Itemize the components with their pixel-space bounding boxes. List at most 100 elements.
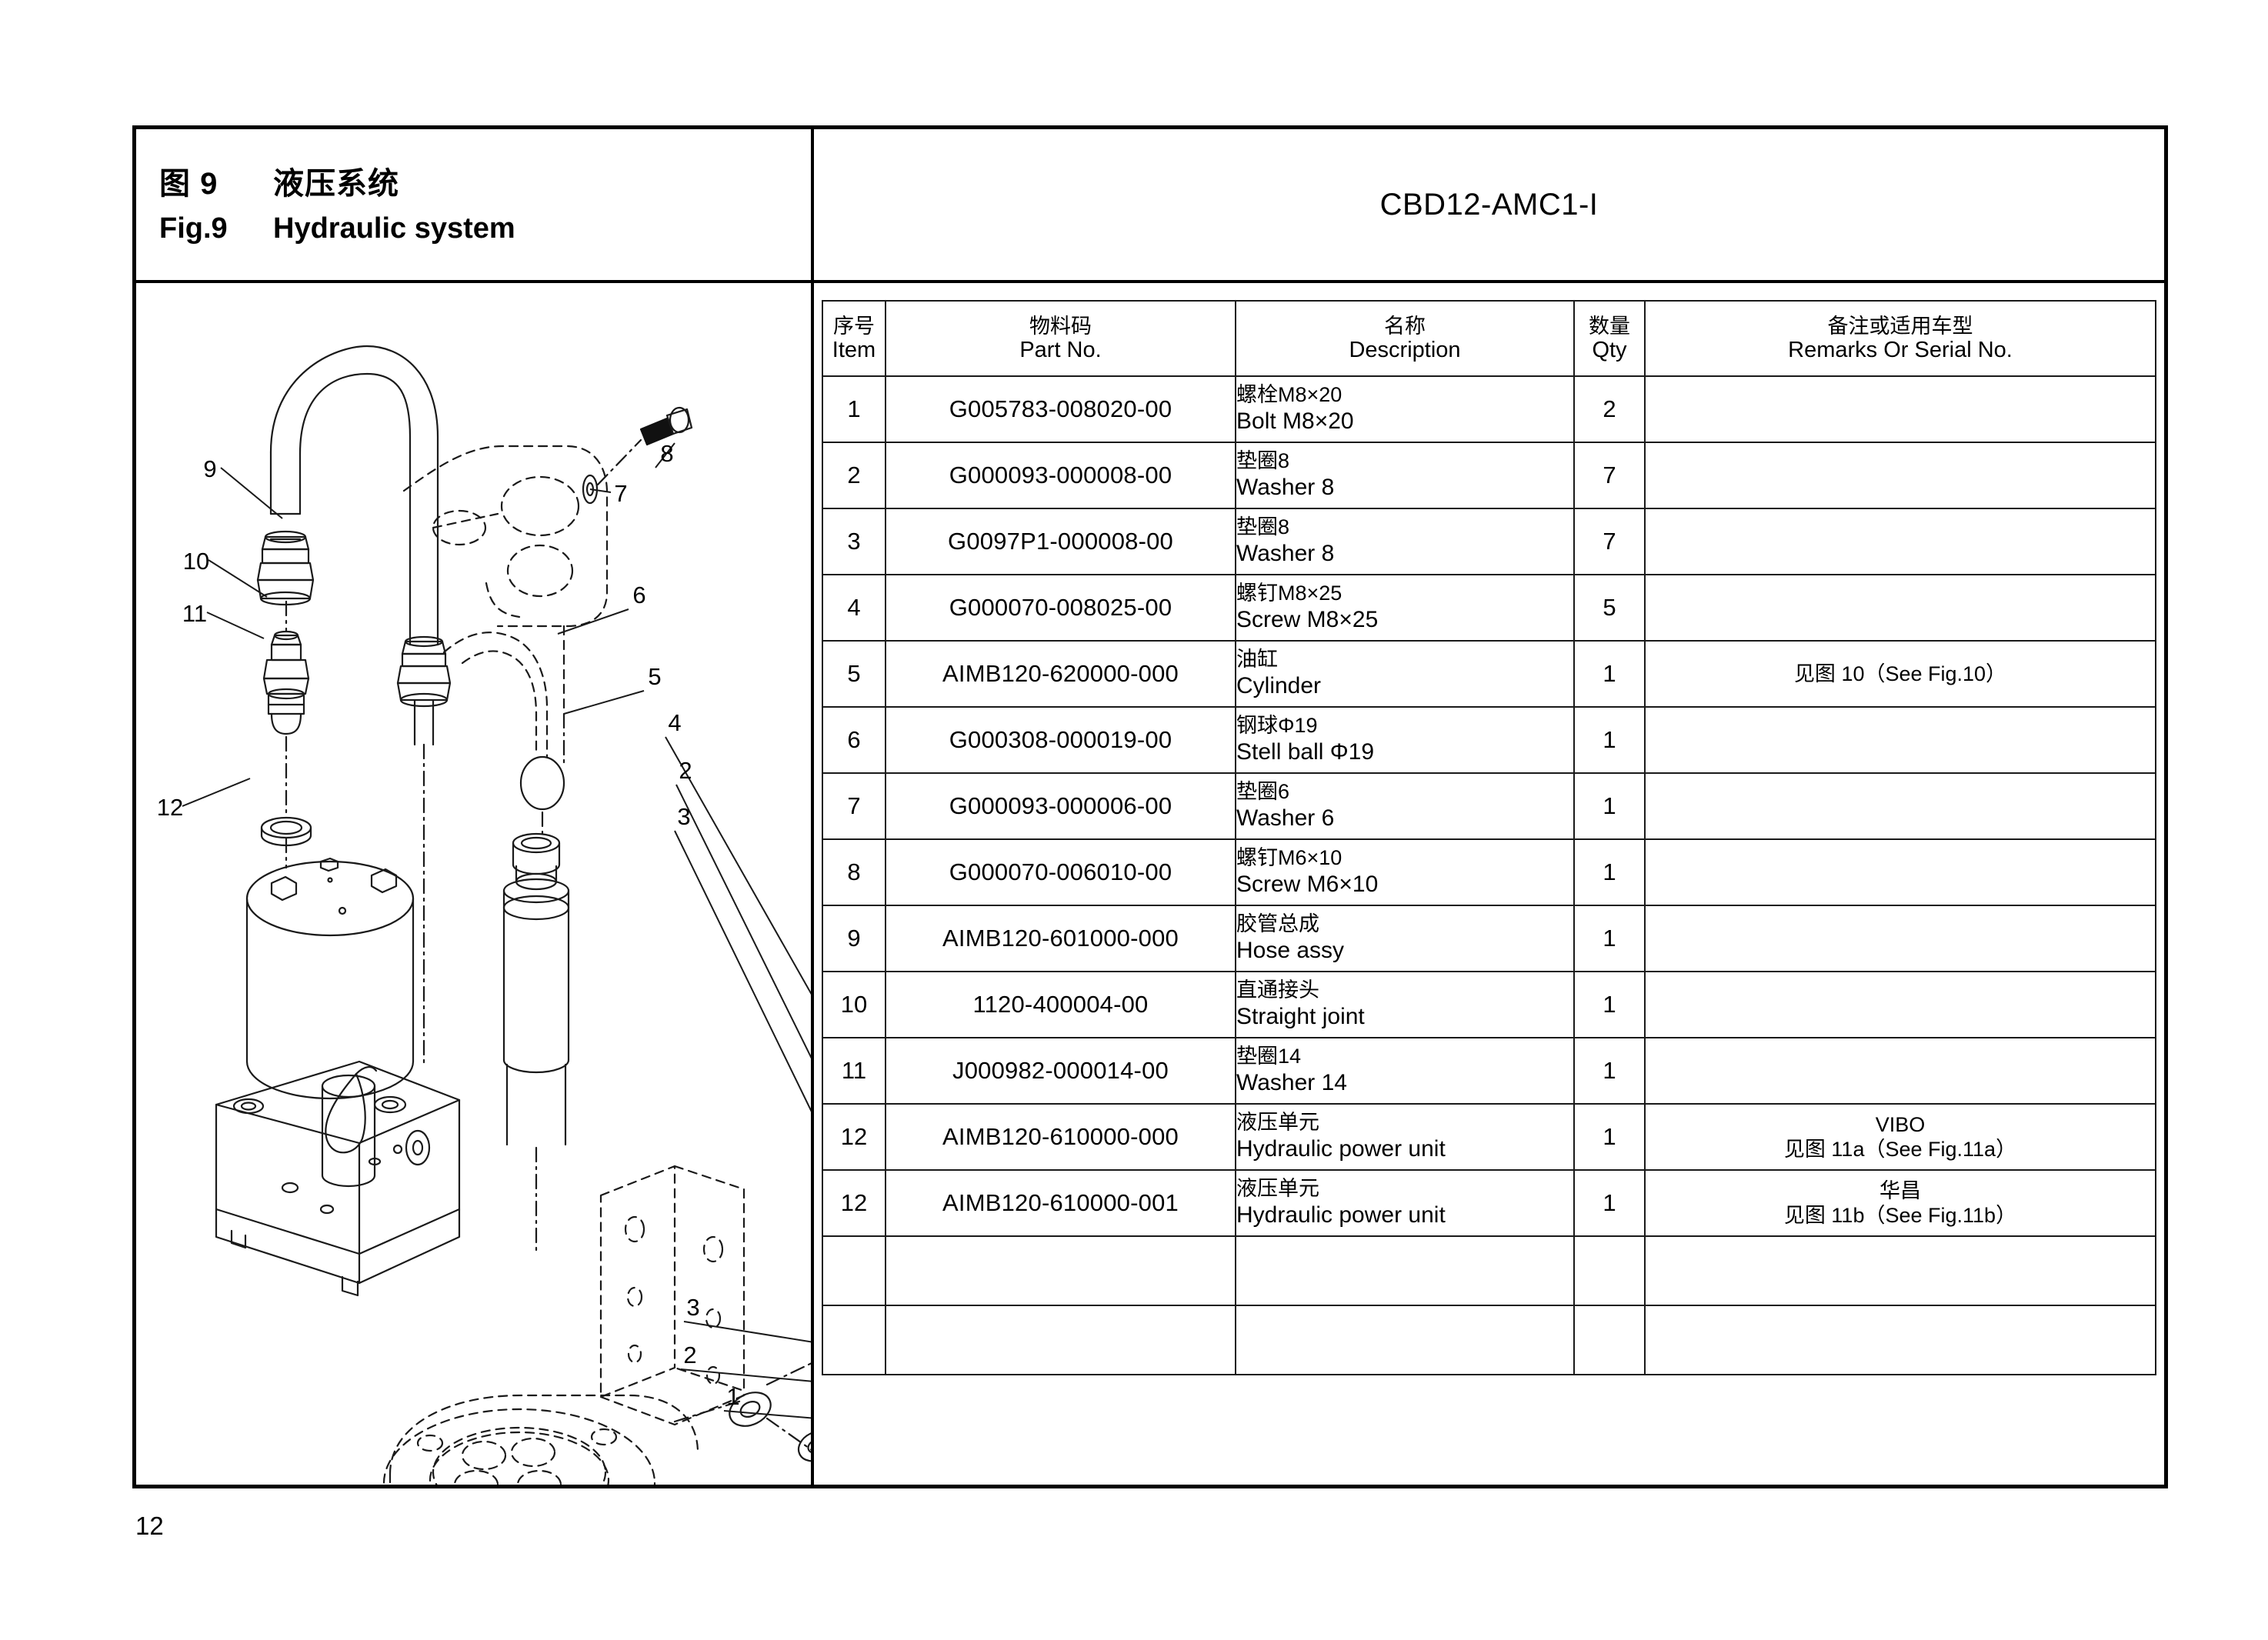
cell-part-no: G005783-008020-00: [885, 375, 1236, 443]
col-header-remarks-en: Remarks Or Serial No.: [1788, 337, 2013, 362]
cell-remarks-line1: 华昌: [1879, 1178, 1921, 1202]
col-header-item: 序号 Item: [822, 300, 886, 377]
cell-description-en: Washer 6: [1236, 805, 1335, 832]
cell-remarks: [1644, 772, 2156, 840]
cell-item: 7: [822, 772, 886, 840]
col-header-item-en: Item: [832, 337, 876, 362]
page-frame: 图 9 液压系统 Fig.9 Hydraulic system CBD12-AM…: [132, 125, 2168, 1488]
cell-remarks: [1644, 1037, 2156, 1105]
cell-remarks: [1644, 442, 2156, 509]
parts-table-pane: 序号 Item 物料码 Part No. 名称 Description 数量: [814, 283, 2164, 1485]
col-header-qty: 数量 Qty: [1573, 300, 1646, 377]
cell-part-no: G0097P1-000008-00: [885, 508, 1236, 575]
cell-description-cn: 螺栓M8×20: [1236, 383, 1342, 407]
cell-description-cn: 垫圈8: [1236, 449, 1290, 473]
cell-qty: [1573, 1305, 1646, 1375]
col-header-part-no-cn: 物料码: [1029, 314, 1092, 338]
callout-5: 5: [648, 663, 661, 690]
cell-remarks: 见图 10（See Fig.10）: [1644, 640, 2156, 708]
callout-2b: 2: [683, 1342, 696, 1368]
col-header-remarks: 备注或适用车型 Remarks Or Serial No.: [1644, 300, 2156, 377]
table-header-row: 序号 Item 物料码 Part No. 名称 Description 数量: [822, 300, 2156, 377]
cell-remarks: [1644, 1235, 2156, 1306]
cell-item: 12: [822, 1169, 886, 1237]
cell-qty: 1: [1573, 640, 1646, 708]
cell-description-cn: 垫圈8: [1236, 515, 1290, 539]
cell-description-en: Cylinder: [1236, 673, 1322, 699]
figure-name-cn: 液压系统: [273, 167, 399, 201]
cell-description-en: Stell ball Φ19: [1236, 739, 1375, 765]
cell-remarks: [1644, 574, 2156, 642]
cell-qty: 5: [1573, 574, 1646, 642]
col-header-part-no-en: Part No.: [1019, 337, 1102, 362]
callout-3a: 3: [677, 803, 690, 830]
cell-description-en: Hydraulic power unit: [1236, 1202, 1446, 1228]
cell-description-en: Screw M8×25: [1236, 607, 1379, 633]
cell-description-cn: 螺钉M6×10: [1236, 846, 1342, 870]
phantom-mounting-bracket: [382, 1165, 745, 1485]
table-row-empty: [822, 1305, 2156, 1375]
cell-qty: [1573, 1235, 1646, 1306]
figure-title-english: Fig.9 Hydraulic system: [159, 212, 811, 245]
page-number: 12: [135, 1512, 164, 1540]
hydraulic-power-unit-part: [215, 857, 461, 1297]
cell-description-cn: 液压单元: [1236, 1177, 1319, 1201]
cell-part-no: 1120-400004-00: [885, 971, 1236, 1038]
cell-description-cn: 钢球Φ19: [1236, 714, 1318, 738]
cell-remarks: [1644, 706, 2156, 774]
flat-washer8-lower2-part: [729, 1392, 772, 1427]
cell-remarks-line2: 见图 11b（See Fig.11b）: [1783, 1204, 2017, 1227]
cell-description-en: Hydraulic power unit: [1236, 1136, 1446, 1162]
callout-1: 1: [726, 1383, 739, 1410]
callout-11: 11: [182, 600, 207, 627]
model-number: CBD12-AMC1-I: [1379, 187, 1599, 222]
screw-m6x10-part: [639, 406, 693, 446]
cell-part-no: [885, 1305, 1236, 1375]
cell-description-en: Straight joint: [1236, 1004, 1365, 1030]
body-split: 9 8 7 10 6 11 5 4 2 3 12 3 2 1: [136, 283, 2164, 1485]
cell-item: [822, 1305, 886, 1375]
exploded-diagram: 9 8 7 10 6 11 5 4 2 3 12 3 2 1: [157, 345, 811, 1485]
cell-qty: 1: [1573, 838, 1646, 906]
callout-9: 9: [203, 455, 216, 482]
cell-description-cn: 螺钉M8×25: [1236, 582, 1342, 605]
model-block: CBD12-AMC1-I: [814, 129, 2164, 280]
cell-remarks: [1644, 508, 2156, 575]
exploded-diagram-pane: 9 8 7 10 6 11 5 4 2 3 12 3 2 1: [136, 283, 814, 1485]
cell-item: 5: [822, 640, 886, 708]
hose-assembly-part: [256, 345, 452, 746]
callout-2a: 2: [679, 757, 692, 784]
cell-description-en: Bolt M8×20: [1236, 408, 1354, 435]
cell-remarks: [1644, 375, 2156, 443]
callout-7: 7: [614, 480, 627, 507]
callout-6: 6: [632, 582, 645, 608]
cell-description-en: Washer 8: [1236, 475, 1335, 501]
col-header-description-en: Description: [1349, 337, 1461, 362]
cell-qty: 2: [1573, 375, 1646, 443]
cell-part-no: J000982-000014-00: [885, 1037, 1236, 1105]
col-header-remarks-cn: 备注或适用车型: [1827, 314, 1973, 338]
cell-part-no: AIMB120-601000-000: [885, 905, 1236, 972]
cell-item: 4: [822, 574, 886, 642]
cell-part-no: G000093-000006-00: [885, 772, 1236, 840]
col-header-part-no: 物料码 Part No.: [885, 300, 1236, 377]
cell-description-cn: 油缸: [1236, 648, 1278, 672]
cell-item: 8: [822, 838, 886, 906]
